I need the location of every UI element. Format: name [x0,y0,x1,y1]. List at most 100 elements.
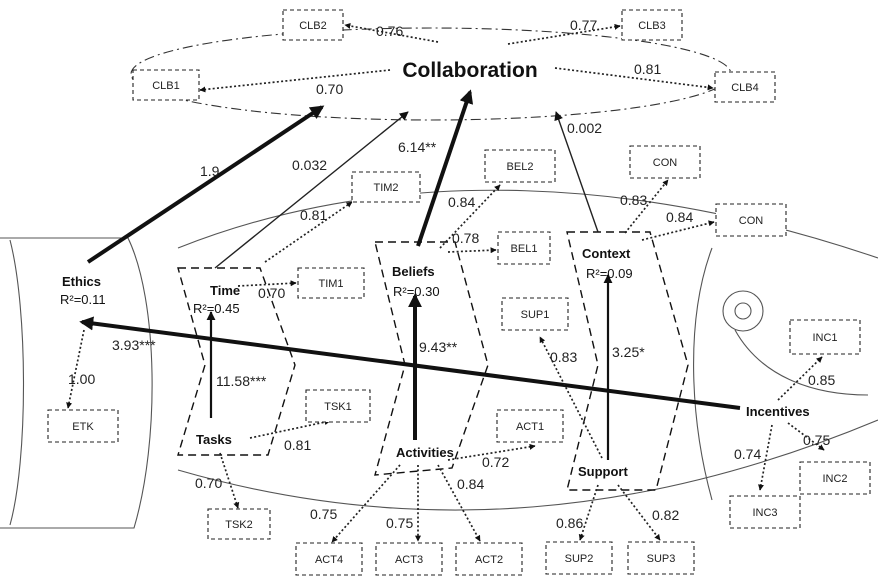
svg-text:ACT1: ACT1 [516,421,544,433]
coef-sup1: 0.83 [550,349,577,365]
loading-tsk1 [249,419,331,439]
beliefs-r2: R²=0.30 [393,284,440,299]
coef-act3: 0.75 [386,515,413,531]
coef-tasks-time: 11.58*** [216,373,267,389]
indicator-inc1: INC1 [789,319,861,355]
coef-con-right: 0.84 [666,209,693,225]
svg-text:CLB2: CLB2 [299,20,327,32]
indicator-act1: ACT1 [496,409,564,443]
indicator-act2: ACT2 [455,542,523,576]
coef-beliefs-collaboration: 6.14** [398,139,437,155]
loading-sup1 [539,336,603,459]
coef-clb1: 0.70 [316,81,343,97]
coef-inc3: 0.74 [734,446,761,462]
ethics-label: Ethics [62,274,101,289]
svg-text:TSK2: TSK2 [225,519,253,531]
coef-con-top: 0.83 [620,192,647,208]
coef-tsk2: 0.70 [195,475,222,491]
collaboration-label: Collaboration [402,59,537,82]
fish-head-outline [693,247,713,501]
svg-text:SUP2: SUP2 [565,553,594,565]
coef-inc2: 0.75 [803,432,830,448]
incentives-label: Incentives [746,404,810,419]
path-ethics-collaboration [86,105,325,264]
loading-con-top [624,179,669,234]
coef-support-context: 3.25* [612,344,645,360]
svg-text:TSK1: TSK1 [324,401,352,413]
indicator-sup2: SUP2 [545,541,613,575]
indicator-act4: ACT4 [295,542,363,576]
indicator-act3: ACT3 [375,542,443,576]
beliefs-label: Beliefs [392,264,435,279]
loading-tim2 [264,201,353,263]
indicator-bel1: BEL1 [497,231,551,265]
coef-sup2: 0.86 [556,515,583,531]
svg-text:SUP1: SUP1 [521,309,550,321]
indicator-etk: ETK [47,409,119,443]
svg-text:CLB3: CLB3 [638,20,666,32]
coef-bel1: 0.78 [452,230,479,246]
support-label: Support [578,464,628,479]
coef-act2: 0.84 [457,476,484,492]
indicator-sup1: SUP1 [501,297,569,331]
loading-bel1 [447,247,497,254]
indicator-con-top: CON [629,145,701,179]
loading-act2 [437,464,481,542]
path-time-collaboration [214,111,409,269]
context-construct-outline [566,231,689,491]
svg-text:TIM1: TIM1 [318,278,343,290]
svg-text:CLB4: CLB4 [731,82,759,94]
coef-tim1: 0.70 [258,285,285,301]
loading-act1 [447,443,536,461]
loading-clb3 [507,23,621,45]
coef-ethics-collaboration: 1.9 [200,163,220,179]
loading-tsk2 [219,452,240,509]
coef-context-collaboration: 0.002 [567,120,602,136]
loading-sup3 [617,484,661,541]
time-construct-outline [177,267,296,456]
svg-text:ETK: ETK [72,421,94,433]
loading-inc3 [758,424,773,491]
indicator-clb3: CLB3 [621,9,683,41]
svg-text:BEL2: BEL2 [507,161,534,173]
ethics-r2: R²=0.11 [60,292,106,307]
coef-bel2: 0.84 [448,194,475,210]
loading-inc1 [777,356,823,401]
svg-text:ACT2: ACT2 [475,554,503,566]
svg-text:INC2: INC2 [822,473,847,485]
coef-sup3: 0.82 [652,507,679,523]
coef-act1: 0.72 [482,454,509,470]
indicator-clb2: CLB2 [282,9,344,41]
loading-bel2 [439,184,501,249]
loading-clb4 [554,67,714,91]
indicator-clb4: CLB4 [714,71,776,103]
fish-tail-curve [9,239,25,526]
context-label: Context [582,246,631,261]
svg-text:ACT4: ACT4 [315,554,343,566]
indicator-sup3: SUP3 [627,541,695,575]
loading-sup2 [578,484,599,541]
loading-clb2 [344,23,439,43]
indicator-tsk2: TSK2 [207,508,271,540]
coef-tsk1: 0.81 [284,437,311,453]
fish-tail-outline [0,237,153,529]
coef-clb3: 0.77 [570,17,597,33]
indicator-clb1: CLB1 [132,69,200,101]
loading-tim1 [237,280,297,287]
fish-eye-outer [722,290,764,332]
coef-time-collaboration: 0.032 [292,157,327,173]
coef-act4: 0.75 [310,506,337,522]
indicator-tsk1: TSK1 [305,389,371,423]
svg-text:INC1: INC1 [812,332,837,344]
loading-clb1 [199,69,391,93]
svg-text:CLB1: CLB1 [152,80,180,92]
indicator-tim2: TIM2 [351,171,421,203]
time-label: Time [210,283,240,298]
path-context-collaboration [554,111,599,233]
indicator-bel2: BEL2 [484,149,556,183]
svg-text:CON: CON [739,215,764,227]
svg-text:CON: CON [653,157,678,169]
fish-body-outline-lower [177,419,878,511]
